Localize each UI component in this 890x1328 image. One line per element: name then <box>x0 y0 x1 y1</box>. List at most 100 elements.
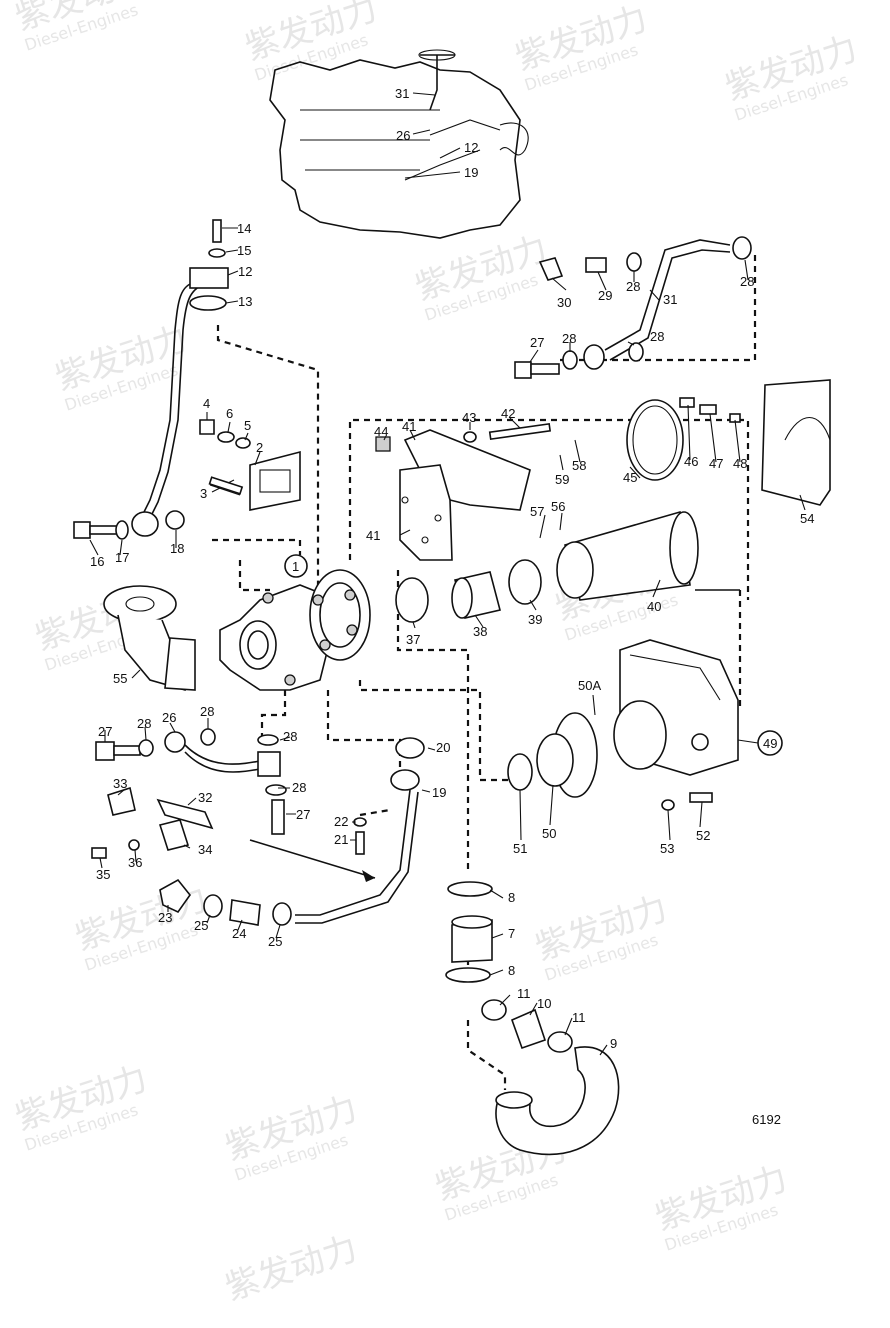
washer-43 <box>463 431 477 443</box>
banjo-bolt-group <box>73 510 185 540</box>
washer-36 <box>128 839 140 851</box>
washer-28 <box>562 350 578 370</box>
callout-24: 24 <box>232 926 246 941</box>
callout-37: 37 <box>406 632 420 647</box>
bolt-27 <box>95 741 115 761</box>
callout-41b: 41 <box>366 528 380 543</box>
callout-45: 45 <box>623 470 637 485</box>
callout-6: 6 <box>226 406 233 421</box>
bolt-27 <box>271 799 285 835</box>
callout-14: 14 <box>237 221 251 236</box>
callout-28d: 28 <box>650 329 664 344</box>
oil-feed-pipe-26 <box>95 728 287 835</box>
callout-25b: 25 <box>268 934 282 949</box>
flange-20 <box>395 737 425 759</box>
callout-33: 33 <box>113 776 127 791</box>
callout-49: 49 <box>763 736 777 751</box>
clamp-37 <box>395 577 429 623</box>
callout-28e: 28 <box>137 716 151 731</box>
clamp-25 <box>203 894 223 918</box>
washer-5 <box>235 437 251 449</box>
callout-56: 56 <box>551 499 565 514</box>
flange-gasket-group <box>199 419 301 511</box>
banjo-fitting-12 <box>189 267 229 289</box>
callout-8b: 8 <box>508 963 515 978</box>
clamp-25 <box>272 902 292 926</box>
sleeve-10 <box>510 1008 547 1050</box>
bolt-14 <box>212 219 222 243</box>
callout-3: 3 <box>200 486 207 501</box>
callout-59: 59 <box>555 472 569 487</box>
callout-41a: 41 <box>402 419 416 434</box>
callout-5: 5 <box>244 418 251 433</box>
bolt-46 <box>679 397 695 408</box>
callout-53: 53 <box>660 841 674 856</box>
compressor-50 <box>536 733 574 787</box>
callout-35: 35 <box>96 867 110 882</box>
connection-lines <box>212 255 757 1090</box>
clamp-8 <box>447 881 493 897</box>
leader-lines <box>89 92 806 1056</box>
callout-27b: 27 <box>98 724 112 739</box>
bolt-16 <box>73 521 91 539</box>
callout-12b: 12 <box>238 264 252 279</box>
callout-25a: 25 <box>194 918 208 933</box>
callout-28h: 28 <box>292 780 306 795</box>
callout-27c: 27 <box>296 807 310 822</box>
callout-28g: 28 <box>283 729 297 744</box>
callout-16: 16 <box>90 554 104 569</box>
callout-34: 34 <box>198 842 212 857</box>
callout-28b: 28 <box>740 274 754 289</box>
callout-22: 22 <box>334 814 348 829</box>
nut-4 <box>199 419 215 435</box>
stud-3 <box>208 476 244 495</box>
callout-10: 10 <box>537 996 551 1011</box>
callout-19b: 19 <box>432 785 446 800</box>
screw-35 <box>91 847 107 859</box>
engine-overview <box>269 49 529 239</box>
bolt-42 <box>488 422 552 441</box>
callout-19a: 19 <box>464 165 478 180</box>
callout-21: 21 <box>334 832 348 847</box>
hose-group-23-25 <box>159 878 292 926</box>
callout-38: 38 <box>473 624 487 639</box>
callout-28a: 28 <box>626 279 640 294</box>
hose-24 <box>229 899 261 926</box>
callout-50a: 50A <box>578 678 601 693</box>
clip-bracket-group <box>91 786 214 859</box>
washer-28 <box>200 728 216 746</box>
washer-28 <box>257 734 279 746</box>
callout-9: 9 <box>610 1036 617 1051</box>
exhaust-elbow-55 <box>103 585 196 692</box>
heat-shield-54 <box>761 379 831 506</box>
callout-26b: 26 <box>162 710 176 725</box>
bolt-52 <box>689 792 713 803</box>
callout-36: 36 <box>128 855 142 870</box>
callout-8a: 8 <box>508 890 515 905</box>
watermark-brand: 紫发动力 <box>220 1228 362 1308</box>
callout-47: 47 <box>709 456 723 471</box>
callout-55: 55 <box>113 671 127 686</box>
gasket-2 <box>249 450 301 511</box>
clamp-11 <box>547 1031 573 1053</box>
o-ring-51 <box>507 753 533 791</box>
callout-40: 40 <box>647 599 661 614</box>
intake-pipe-group <box>395 510 740 623</box>
callout-4: 4 <box>203 396 210 411</box>
callout-58: 58 <box>572 458 586 473</box>
callout-15: 15 <box>237 243 251 258</box>
washer-15 <box>208 248 226 258</box>
callout-31b: 31 <box>663 292 677 307</box>
callout-39: 39 <box>528 612 542 627</box>
gasket-13 <box>189 295 227 311</box>
callout-42: 42 <box>501 406 515 421</box>
callout-54: 54 <box>800 511 814 526</box>
callout-32: 32 <box>198 790 212 805</box>
callout-28f: 28 <box>200 704 214 719</box>
oil-pipe-upper <box>139 219 229 523</box>
washer-18 <box>165 510 185 530</box>
washer-28 <box>265 784 287 796</box>
callout-46: 46 <box>684 454 698 469</box>
callout-57: 57 <box>530 504 544 519</box>
